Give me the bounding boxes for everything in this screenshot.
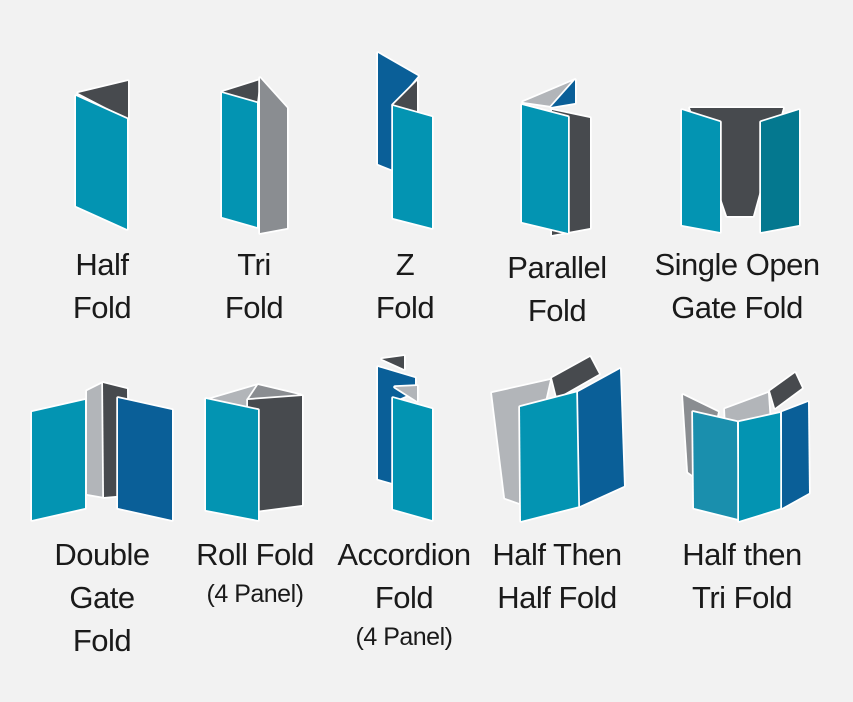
z-fold-label: Z Fold [295,243,515,329]
label-line: Half Fold [497,580,617,615]
label-line: Half [75,247,129,282]
label-line: Gate Fold [671,290,803,325]
label-line: Fold [374,580,434,615]
label-line: Half then [682,537,802,572]
label-line: Accordion [337,537,471,572]
half-fold-icon [70,75,134,235]
single-open-gate-fold-icon [678,103,803,236]
half-fold-label: Half Fold [0,243,212,329]
label-line: Single Open [654,247,820,282]
label-line: Half Then [492,537,622,572]
label-line: Fold [527,293,587,328]
double-gate-fold-label: Double Gate Fold [0,533,212,662]
label-line: Tri [237,247,271,282]
label-line: Fold [375,290,435,325]
label-line: Z [395,247,415,282]
accordion-fold-icon [372,352,436,524]
label-subline: (4 Panel) [355,623,453,651]
roll-fold-label: Roll Fold (4 Panel) [145,533,365,612]
single-open-gate-fold-label: Single Open Gate Fold [627,243,847,329]
label-line: Fold [72,623,132,658]
z-fold-icon [372,48,438,233]
parallel-fold-icon [518,76,596,241]
label-line: Tri Fold [692,580,792,615]
half-then-tri-fold-icon [668,371,812,524]
label-line: Fold [224,290,284,325]
label-line: Gate [69,580,135,615]
tri-fold-icon [215,70,293,238]
half-then-half-fold-label: Half Then Half Fold [447,533,667,619]
double-gate-fold-icon [30,381,175,522]
roll-fold-icon [204,383,305,523]
tri-fold-label: Tri Fold [144,243,364,329]
label-line: Parallel [507,250,607,285]
label-line: Double [54,537,150,572]
half-then-tri-fold-label: Half then Tri Fold [632,533,852,619]
label-line: Roll Fold [196,537,314,572]
half-then-half-fold-icon [487,355,627,524]
label-subline: (4 Panel) [206,580,304,608]
parallel-fold-label: Parallel Fold [447,246,667,332]
accordion-fold-label: Accordion Fold (4 Panel) [294,533,514,655]
label-line: Fold [72,290,132,325]
